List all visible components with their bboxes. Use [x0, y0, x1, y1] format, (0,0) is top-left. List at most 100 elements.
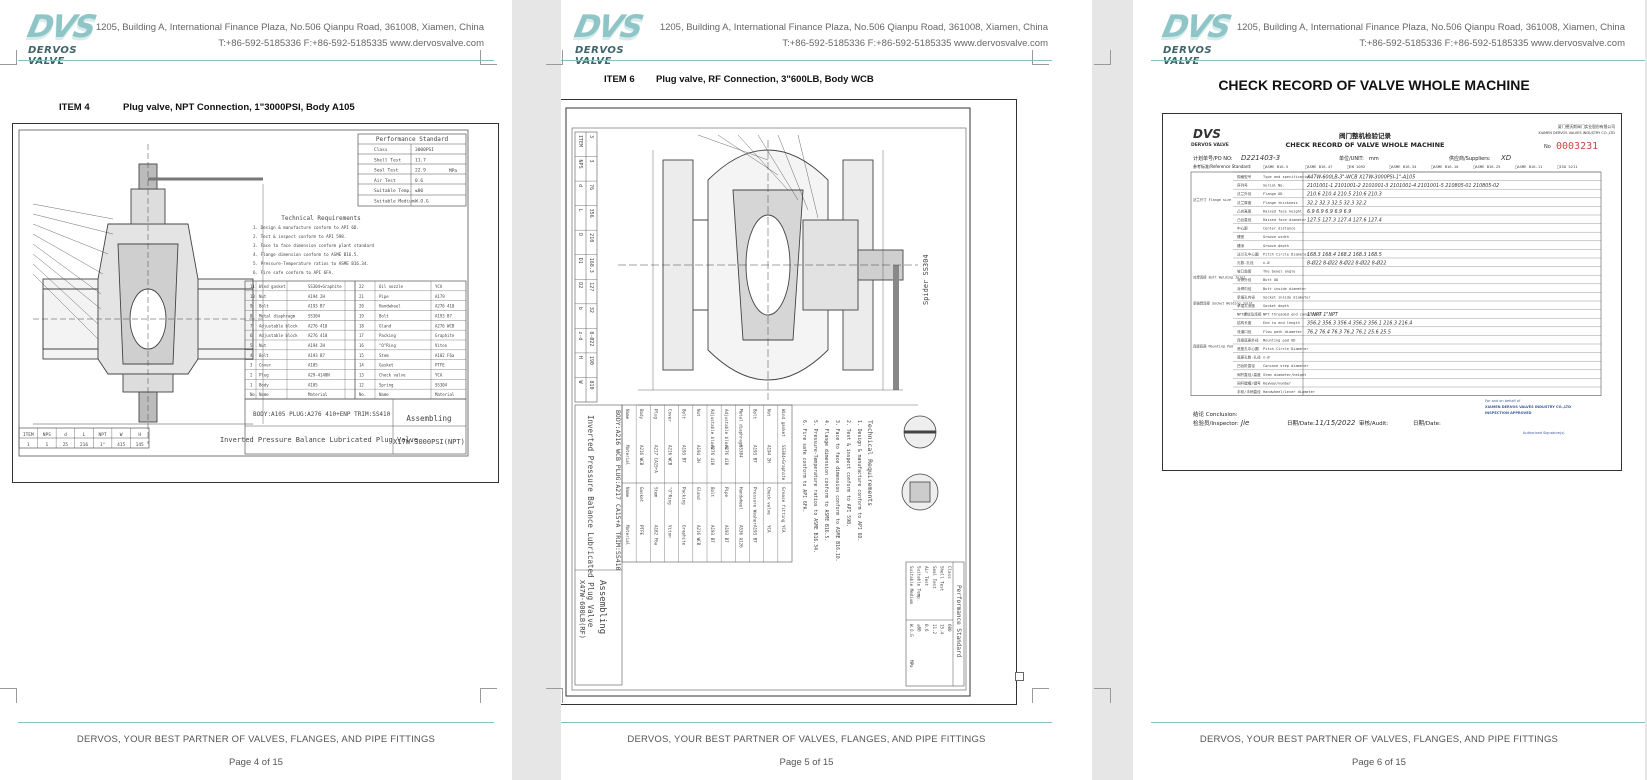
part-name: Wind gasket: [781, 409, 786, 437]
dim-value: 216: [80, 442, 88, 448]
perf-unit: MPa: [449, 168, 457, 174]
perf-param: Class: [947, 566, 952, 579]
dim-header: ITEM: [23, 432, 34, 438]
perf-value: 0.6: [924, 624, 929, 632]
row-label-en: Flange thickness: [1263, 201, 1298, 205]
part-material: A182 F6a: [653, 525, 658, 546]
dim-value: 145: [136, 442, 144, 448]
perf-value: 15.4: [939, 624, 944, 635]
part-name: Gland: [379, 323, 392, 328]
perf-value: W.O.G: [415, 199, 429, 205]
dim-value: 210: [588, 233, 594, 242]
crop-mark: [480, 688, 497, 703]
part-name: "O"Ring: [668, 487, 673, 505]
dim-value: 1: [27, 442, 30, 448]
part-name: Bolt: [259, 304, 269, 309]
requirement-line: 5. Pressure-Temperature ratios to ASME B…: [812, 420, 818, 553]
item-number: ITEM 6: [604, 74, 635, 85]
requirement-line: 6. Fire safe conform to API 6FA.: [801, 420, 807, 512]
part-material: YCA: [435, 284, 443, 289]
assembly-label: Assembling: [406, 414, 451, 423]
part-material: SS304: [738, 445, 743, 458]
row-values: 210.6 210.4 210.5 210.6 210.3: [1307, 192, 1382, 198]
part-name: Oil nozzle: [379, 284, 404, 289]
ref-standard-option: □ASME B16.10: [1431, 164, 1459, 169]
part-name: Pipe: [724, 487, 729, 498]
dim-header: D: [577, 233, 583, 236]
perf-value: W.O.G: [909, 624, 914, 637]
part-name: Check valve: [767, 487, 772, 515]
requirement-line: 6. Fire safe conform to API 6FA.: [253, 270, 334, 275]
form-title-cn: 阀门整机检验记录: [1339, 131, 1392, 140]
check-record-svg: DVS DERVOS VALVE 阀门整机检验记录 CHECK RECORD O…: [1190, 124, 1615, 435]
dim-value: 190: [588, 356, 594, 365]
item-description: Plug valve, NPT Connection, 1"3000PSI, B…: [123, 102, 355, 113]
model-code: X47W-600LB(RF): [578, 580, 586, 639]
header-address: 1205, Building A, International Finance …: [95, 22, 484, 33]
part-material: Material: [625, 445, 630, 466]
perf-param: Suitable Temp.: [917, 566, 922, 601]
crop-mark: [546, 688, 563, 703]
part-material: PTFE: [435, 363, 445, 368]
row-label-en: n-Ø: [1263, 260, 1270, 265]
row-label-cn: 序列号: [1237, 183, 1248, 188]
perf-value: 3000PSI: [415, 147, 434, 153]
row-label-en: The bevel angle: [1263, 270, 1295, 274]
part-number: 18: [359, 323, 364, 328]
row-label-en: Center distance: [1263, 227, 1295, 231]
row-label-en: End to end length: [1263, 321, 1300, 325]
crop-mark: [1094, 688, 1111, 703]
part-number: 22: [359, 284, 364, 289]
part-name: Nut: [259, 294, 267, 299]
dim-header: b: [577, 307, 583, 310]
ref-standard-option: □ASME B16.34: [1389, 164, 1417, 169]
req-title: Technical Requirements: [281, 215, 361, 222]
part-name: Gland: [696, 487, 701, 500]
row-label-en: Pitch Circle Diameter: [1263, 252, 1309, 256]
perf-param: Suitable Medium: [909, 566, 914, 604]
row-values: X47W-600LB-3"-WCB X17W-3000PSI-1"-A105: [1306, 175, 1415, 181]
requirement-line: 1. Design & manufacture conform to API 6…: [253, 225, 359, 230]
row-label-en: Concave step diameter: [1263, 364, 1309, 368]
document-page-6: DVS DERVOS VALVE 1205, Building A, Inter…: [1133, 0, 1645, 780]
item-number: ITEM 4: [59, 102, 90, 113]
resize-handle[interactable]: [1015, 672, 1024, 681]
dim-header: NPS: [43, 432, 51, 438]
row-label-cn: 凸台高度: [1237, 208, 1252, 213]
row-label-cn: 孔数-孔径: [1237, 260, 1254, 265]
ref-standard-option: □ASME B16.11: [1515, 164, 1543, 169]
logo-mark: DVS: [571, 9, 645, 45]
perf-param: Seal Test: [374, 168, 399, 174]
row-label-en: Handwheel/Lever diameter: [1263, 390, 1316, 394]
part-name: Grease fitting: [781, 487, 786, 523]
part-material: A276 410: [308, 323, 328, 328]
ref-standard-option: □ISO 5211: [1557, 164, 1578, 169]
part-name: Adjustable block: [259, 323, 298, 328]
perf-value: ≤80: [415, 188, 423, 194]
row-label-cn: 承插孔深度: [1237, 303, 1255, 308]
part-material: A536 A126: [738, 525, 743, 548]
requirement-line: 5. Pressure-Temperature ratios to ASME B…: [253, 261, 369, 266]
req-title: Technical Requirements: [866, 420, 874, 506]
part-material: A179: [435, 294, 445, 299]
part-number: 16: [359, 343, 364, 348]
part-material: A193 B7: [753, 445, 758, 463]
valve-section-view: [618, 134, 918, 406]
row-label-en: Flow path diameter: [1263, 330, 1303, 334]
requirement-line: 4. Flange dimension conform to ASME B16.…: [253, 252, 359, 257]
row-label-en: Pitch Circle Diameter: [1263, 347, 1309, 351]
part-material: A193 B7: [724, 525, 729, 543]
material-note: BODY:A216 WCB PLUG:A217 CA15+A TRIM:SS41…: [614, 410, 622, 571]
dim-value: 127: [588, 282, 594, 291]
part-material: YCA: [435, 373, 443, 378]
dim-header: H: [138, 432, 141, 438]
technical-requirements: Technical Requirements 1. Design & manuf…: [253, 215, 374, 275]
perf-value: 11.2: [932, 624, 937, 635]
part-name: Wind gasket: [259, 284, 286, 289]
